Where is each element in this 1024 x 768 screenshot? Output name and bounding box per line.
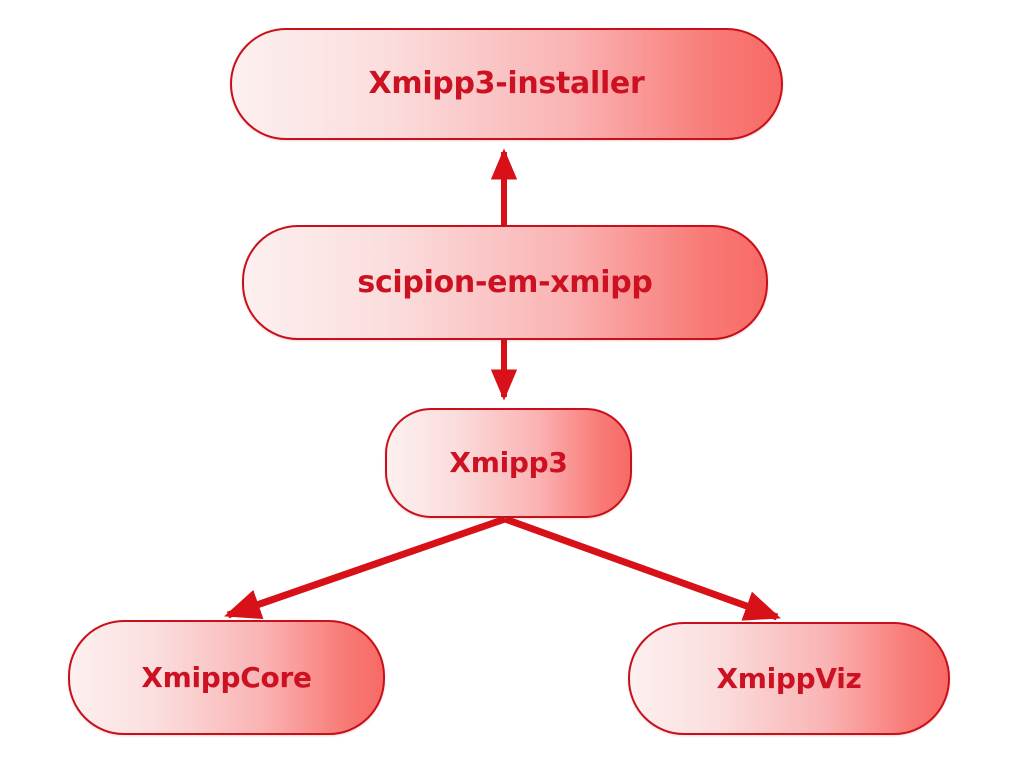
node-label: scipion-em-xmipp — [357, 264, 653, 300]
node-xmippcore[interactable]: XmippCore — [68, 620, 385, 735]
node-scipion-em-xmipp[interactable]: scipion-em-xmipp — [242, 225, 768, 340]
node-label: Xmipp3 — [449, 446, 568, 479]
node-label: XmippViz — [716, 661, 862, 695]
node-label: XmippCore — [141, 660, 312, 694]
node-label: Xmipp3-installer — [368, 66, 645, 101]
node-xmippviz[interactable]: XmippViz — [628, 622, 950, 735]
node-xmipp3[interactable]: Xmipp3 — [385, 408, 632, 518]
node-xmipp3-installer[interactable]: Xmipp3-installer — [230, 28, 783, 140]
edge-xmipp3-to-xmippviz — [503, 515, 781, 621]
edge-xmipp3-to-xmippcore — [224, 515, 507, 620]
